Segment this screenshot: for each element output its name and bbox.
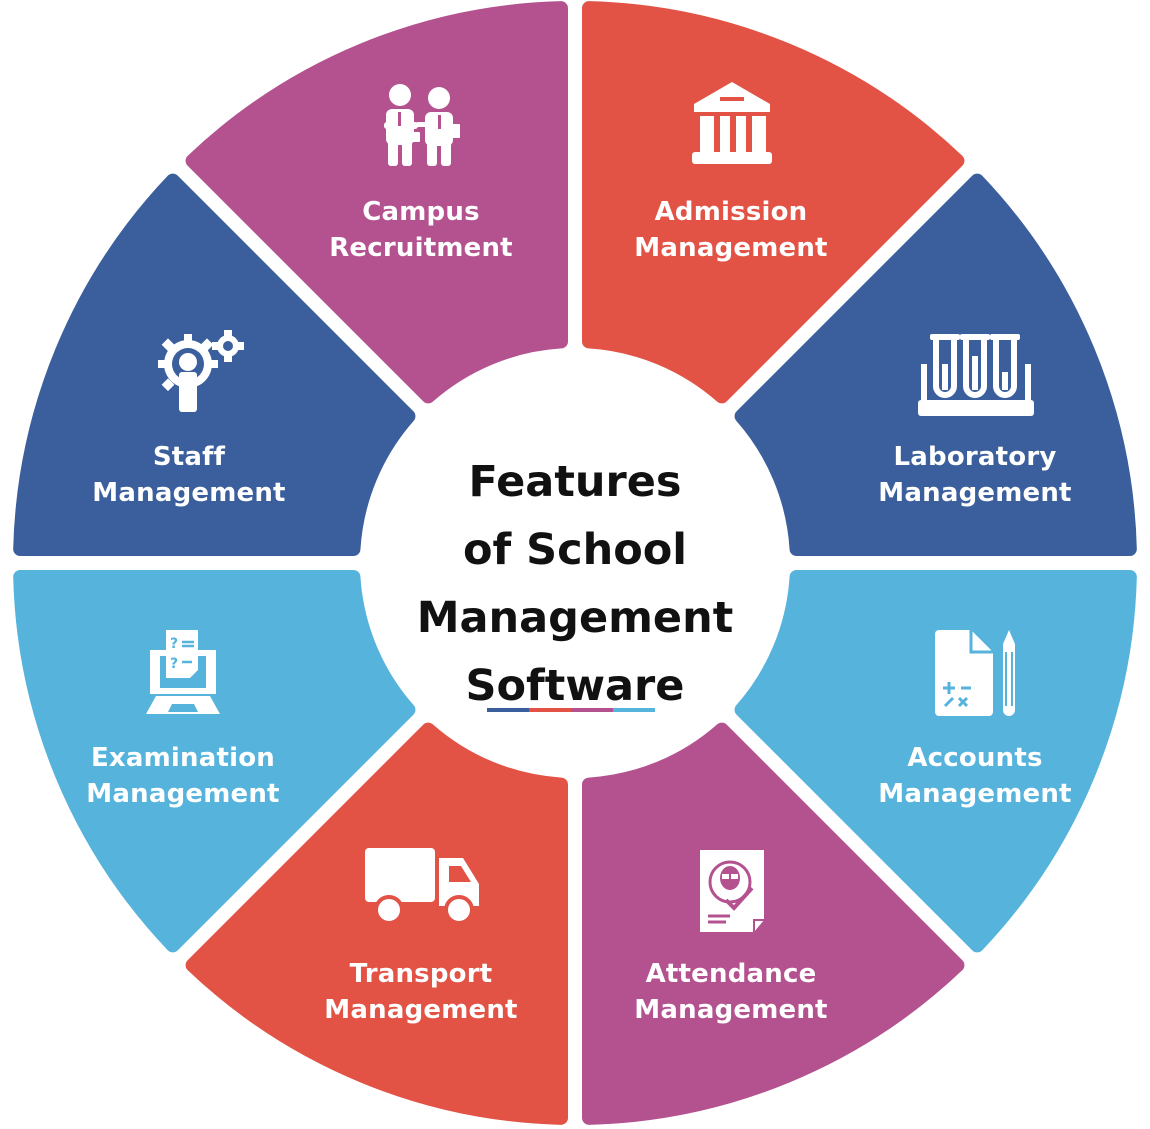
- delivery-truck-icon: [365, 848, 479, 925]
- segment-label-examination-management: Examination Management: [86, 743, 280, 809]
- underline-light-blue: [613, 708, 655, 712]
- segment-label-staff-management: Staff Management: [92, 442, 286, 508]
- title-line-1: Features: [468, 457, 682, 507]
- online-exam-laptop-icon: ? ?: [146, 630, 220, 714]
- underline-red: [529, 708, 571, 712]
- title-line-4: Software: [465, 661, 685, 711]
- business-people-icon: [384, 84, 460, 166]
- person-gears-icon: [158, 330, 244, 412]
- segment-label-accounts-management: Accounts Management: [878, 743, 1072, 809]
- segment-admission-management: [582, 1, 965, 404]
- svg-text:?: ?: [170, 636, 178, 652]
- segment-attendance-management: [582, 722, 965, 1125]
- calculation-document-pencil-icon: [935, 630, 1015, 716]
- segment-label-campus-recruitment: Campus Recruitment: [329, 197, 513, 263]
- segment-label-admission-management: Admission Management: [634, 197, 828, 263]
- center-title: Features of School Management Software: [417, 448, 734, 720]
- svg-text:?: ?: [170, 656, 178, 672]
- segment-label-transport-management: Transport Management: [324, 959, 518, 1025]
- segment-transport-management: [185, 722, 568, 1125]
- attendance-profile-check-icon: [700, 850, 764, 932]
- title-line-2: of School: [462, 525, 688, 575]
- title-underline: [487, 708, 655, 712]
- institution-building-icon: [692, 82, 772, 164]
- title-line-3: Management: [416, 593, 734, 643]
- test-tubes-icon: [918, 334, 1034, 416]
- segment-campus-recruitment: [185, 1, 568, 404]
- segment-accounts-management: [734, 570, 1137, 953]
- segment-examination-management: [13, 570, 416, 953]
- underline-blue: [487, 708, 529, 712]
- underline-purple: [571, 708, 613, 712]
- segment-label-laboratory-management: Laboratory Management: [878, 442, 1072, 508]
- segment-label-attendance-management: Attendance Management: [634, 959, 828, 1025]
